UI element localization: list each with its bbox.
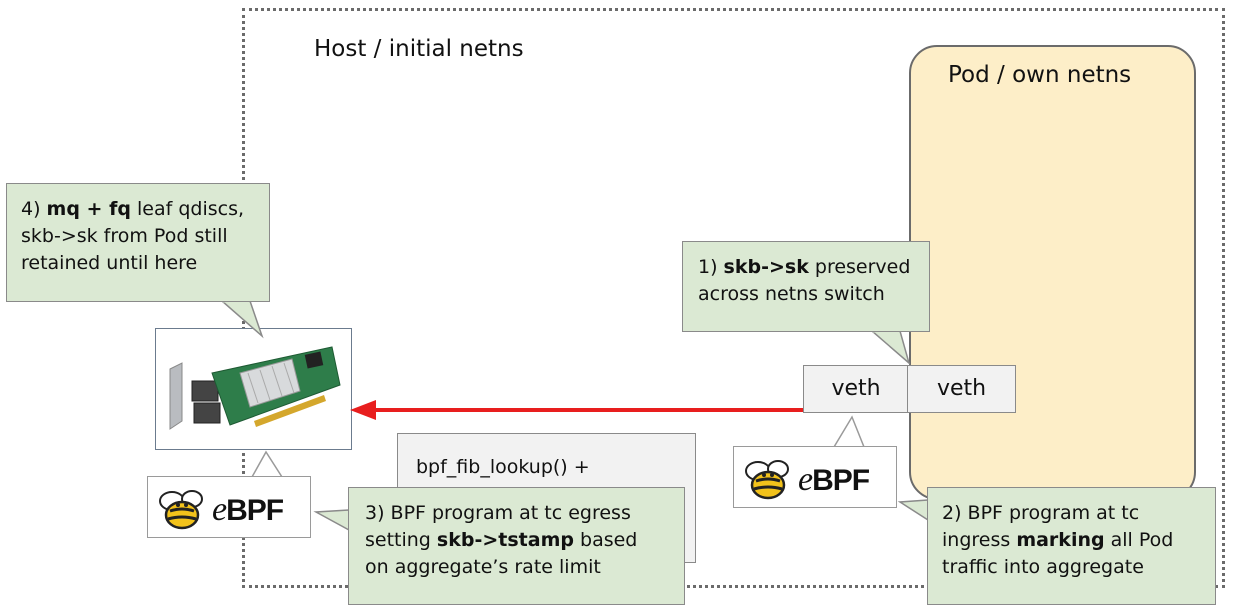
callout-1: 1) skb->sk preserved across netns switch [682, 241, 930, 332]
callout-2-line2-post: all Pod [1104, 529, 1174, 551]
callout-4-suffix: leaf qdiscs, [130, 198, 245, 220]
callout-4-line2: skb->sk from Pod still [21, 225, 228, 247]
callout-3-line3: on aggregate’s rate limit [365, 556, 601, 578]
callout-2-line1: 2) BPF program at tc [942, 502, 1140, 524]
callout-2-line2-pre: ingress [942, 529, 1017, 551]
callout-1-prefix: 1) [698, 256, 724, 278]
ebpf-logo-e: e [212, 491, 227, 528]
pod-netns-box [909, 45, 1196, 500]
bee-icon [745, 460, 789, 500]
callout-2-line3: traffic into aggregate [942, 556, 1144, 578]
veth-pod-side: veth [907, 365, 1016, 413]
callout-3-bold: skb->tstamp [436, 529, 574, 551]
veth-host-side: veth [803, 365, 909, 413]
pod-netns-label: Pod / own netns [948, 62, 1132, 88]
fib-lookup-label: bpf_fib_lookup() + [416, 456, 590, 478]
ebpf-logo-e: e [798, 461, 813, 498]
callout-4: 4) mq + fq leaf qdiscs, skb->sk from Pod… [6, 183, 270, 302]
callout-4-prefix: 4) [21, 198, 47, 220]
ebpf-logo-left: eBPF [147, 476, 311, 538]
bee-icon [159, 490, 203, 530]
callout-1-line2: across netns switch [698, 283, 885, 305]
ebpf-right-pointer [832, 415, 866, 448]
callout-4-bold: mq + fq [46, 198, 131, 220]
callout-3-line2-post: based [573, 529, 638, 551]
ebpf-left-pointer [250, 450, 284, 478]
callout-4-line3: retained until here [21, 252, 198, 274]
callout-1-pointer [869, 330, 911, 366]
ebpf-logo-right: eBPF [733, 446, 897, 508]
ebpf-logo-bpf: BPF [226, 494, 284, 527]
callout-3-line2-pre: setting [365, 529, 437, 551]
nic-image [155, 328, 352, 450]
callout-2-pointer [897, 499, 929, 522]
callout-1-bold: skb->sk [723, 256, 809, 278]
callout-3-pointer [313, 509, 350, 532]
nic-card-icon [169, 346, 341, 430]
host-netns-label: Host / initial netns [314, 36, 524, 62]
callout-1-suffix: preserved [808, 256, 911, 278]
callout-2: 2) BPF program at tc ingress marking all… [927, 487, 1216, 605]
callout-3: 3) BPF program at tc egress setting skb-… [348, 487, 685, 605]
callout-2-bold: marking [1016, 529, 1105, 551]
callout-4-pointer [220, 300, 264, 339]
callout-3-line1: 3) BPF program at tc egress [365, 502, 631, 524]
ebpf-logo-bpf: BPF [812, 464, 870, 497]
packet-flow-arrowhead [350, 400, 376, 420]
